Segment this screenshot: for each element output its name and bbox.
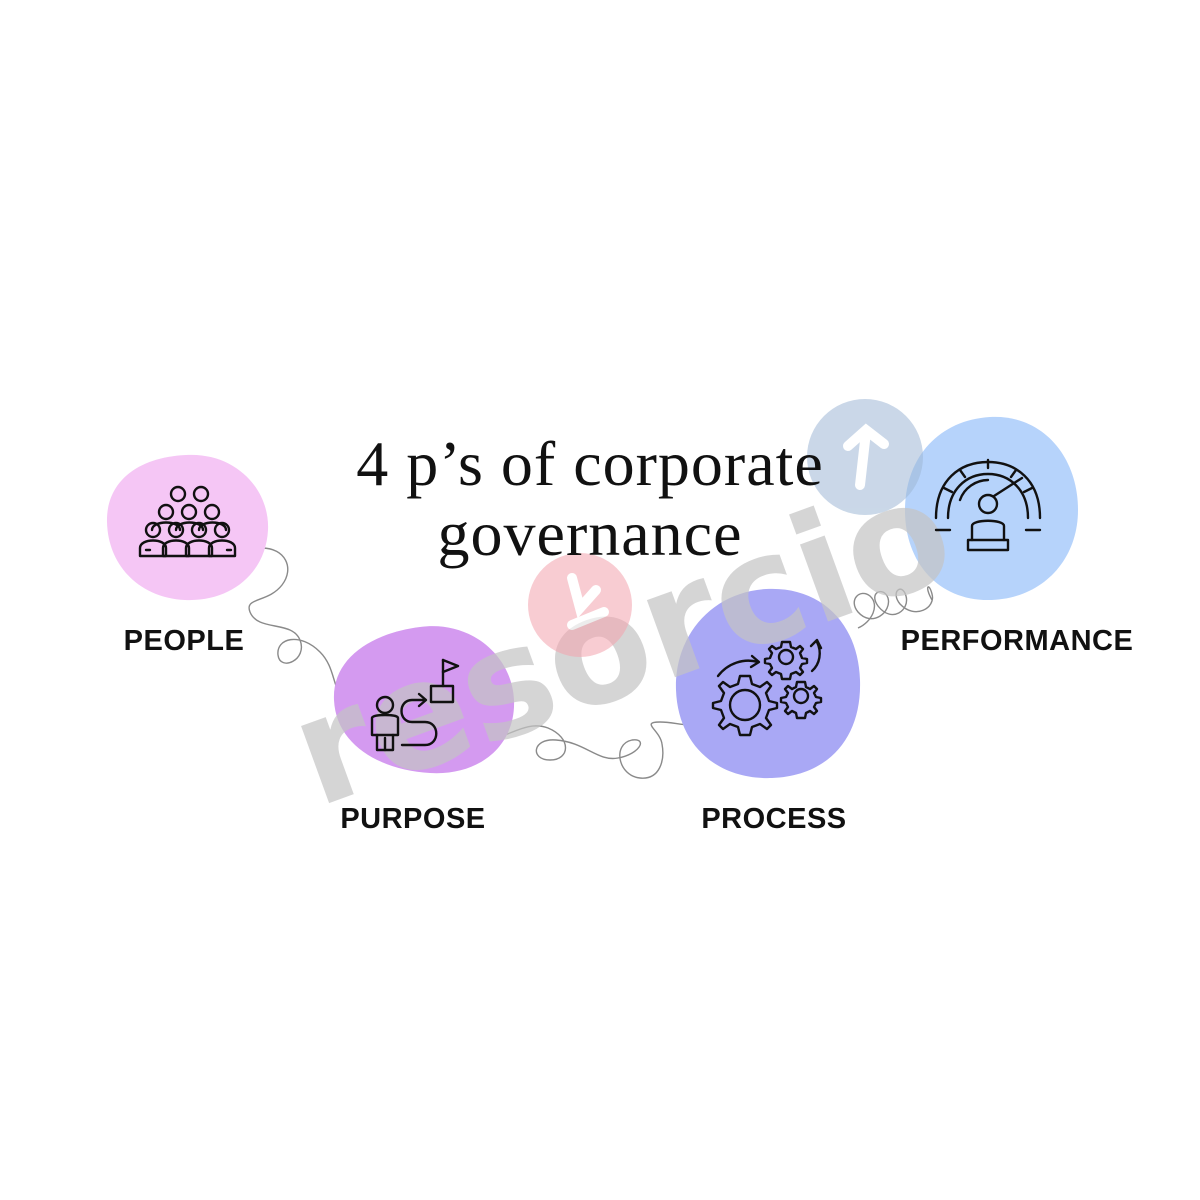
- labels: PEOPLE PURPOSE PROCESS PERFORMANCE: [124, 625, 1134, 835]
- label-purpose: PURPOSE: [340, 803, 485, 835]
- label-process: PROCESS: [701, 803, 846, 835]
- watermark-pink-badge: [528, 553, 632, 657]
- label-people: PEOPLE: [124, 625, 245, 657]
- page-title: 4 p’s of corporate governance: [356, 428, 824, 569]
- person-path-goal-icon: [370, 658, 460, 752]
- connector-purpose-process: [504, 721, 691, 779]
- blob-people: [106, 454, 269, 601]
- title-line-2: governance: [438, 498, 743, 569]
- connector-process-performance: [853, 586, 934, 629]
- performance-gauge-icon: [934, 458, 1042, 552]
- connector-people-purpose: [248, 547, 346, 701]
- watermark-blue-badge: [807, 399, 923, 515]
- connector-lines: [248, 547, 934, 779]
- gears-process-icon: [711, 638, 823, 737]
- people-group-icon: [138, 485, 237, 558]
- blob-performance: [904, 416, 1078, 600]
- title-line-1: 4 p’s of corporate: [356, 428, 824, 499]
- label-performance: PERFORMANCE: [901, 625, 1134, 657]
